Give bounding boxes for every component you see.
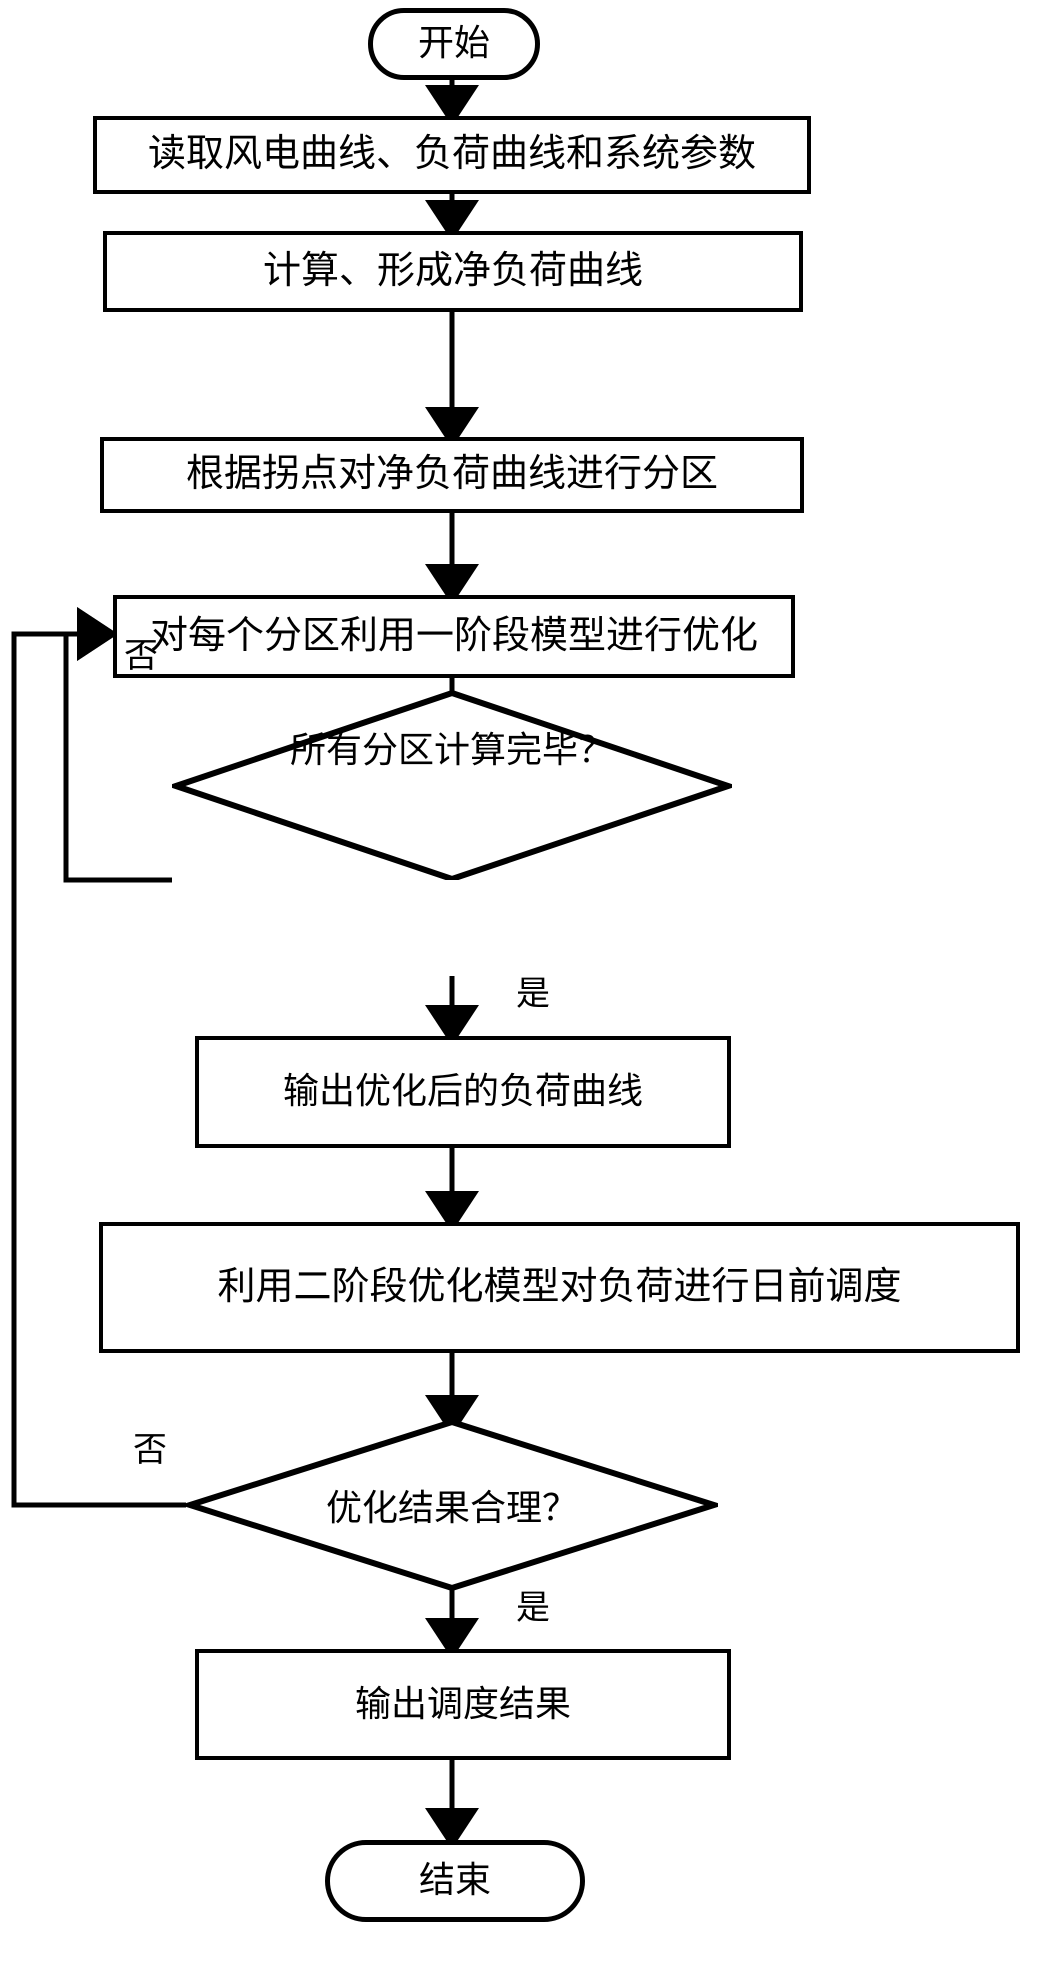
node-read-inputs-label: 读取风电曲线、负荷曲线和系统参数	[147, 133, 756, 176]
node-decision-all-partitions-label: 所有分区计算完毕？	[289, 729, 614, 770]
node-stage2-dayahead[interactable]: 利用二阶段优化模型对负荷进行日前调度	[99, 1222, 1020, 1353]
node-stage1-optimize-label: 对每个分区利用一阶段模型进行优化	[149, 614, 758, 657]
node-decision-result-reasonable-label: 优化结果合理？	[325, 1488, 578, 1528]
node-output-optimized-curve[interactable]: 输出优化后的负荷曲线	[195, 1036, 731, 1148]
node-decision-all-partitions[interactable]: 所有分区计算完毕？	[172, 613, 732, 880]
node-partition-label: 根据拐点对净负荷曲线进行分区	[185, 453, 718, 496]
node-start-label: 开始	[417, 23, 490, 64]
node-output-schedule[interactable]: 输出调度结果	[195, 1649, 731, 1760]
edge-label-dec2-no: 否	[133, 1432, 167, 1469]
node-read-inputs[interactable]: 读取风电曲线、负荷曲线和系统参数	[93, 116, 811, 194]
node-output-optimized-curve-label: 输出优化后的负荷曲线	[282, 1071, 643, 1112]
node-output-schedule-label: 输出调度结果	[354, 1683, 571, 1724]
node-net-load-curve[interactable]: 计算、形成净负荷曲线	[103, 231, 803, 312]
edge-label-dec1-yes: 是	[516, 976, 550, 1013]
edge-label-dec2-yes: 是	[516, 1590, 550, 1627]
edge-label-dec1-no: 否	[124, 638, 158, 675]
node-start[interactable]: 开始	[368, 8, 540, 80]
node-stage2-dayahead-label: 利用二阶段优化模型对负荷进行日前调度	[217, 1265, 902, 1308]
node-net-load-curve-label: 计算、形成净负荷曲线	[262, 249, 643, 292]
node-end-label: 结束	[418, 1860, 491, 1901]
node-partition[interactable]: 根据拐点对净负荷曲线进行分区	[100, 437, 804, 513]
node-decision-result-reasonable[interactable]: 优化结果合理？	[186, 1418, 718, 1592]
node-end[interactable]: 结束	[325, 1840, 585, 1922]
node-stage1-optimize[interactable]: 对每个分区利用一阶段模型进行优化	[113, 595, 795, 678]
